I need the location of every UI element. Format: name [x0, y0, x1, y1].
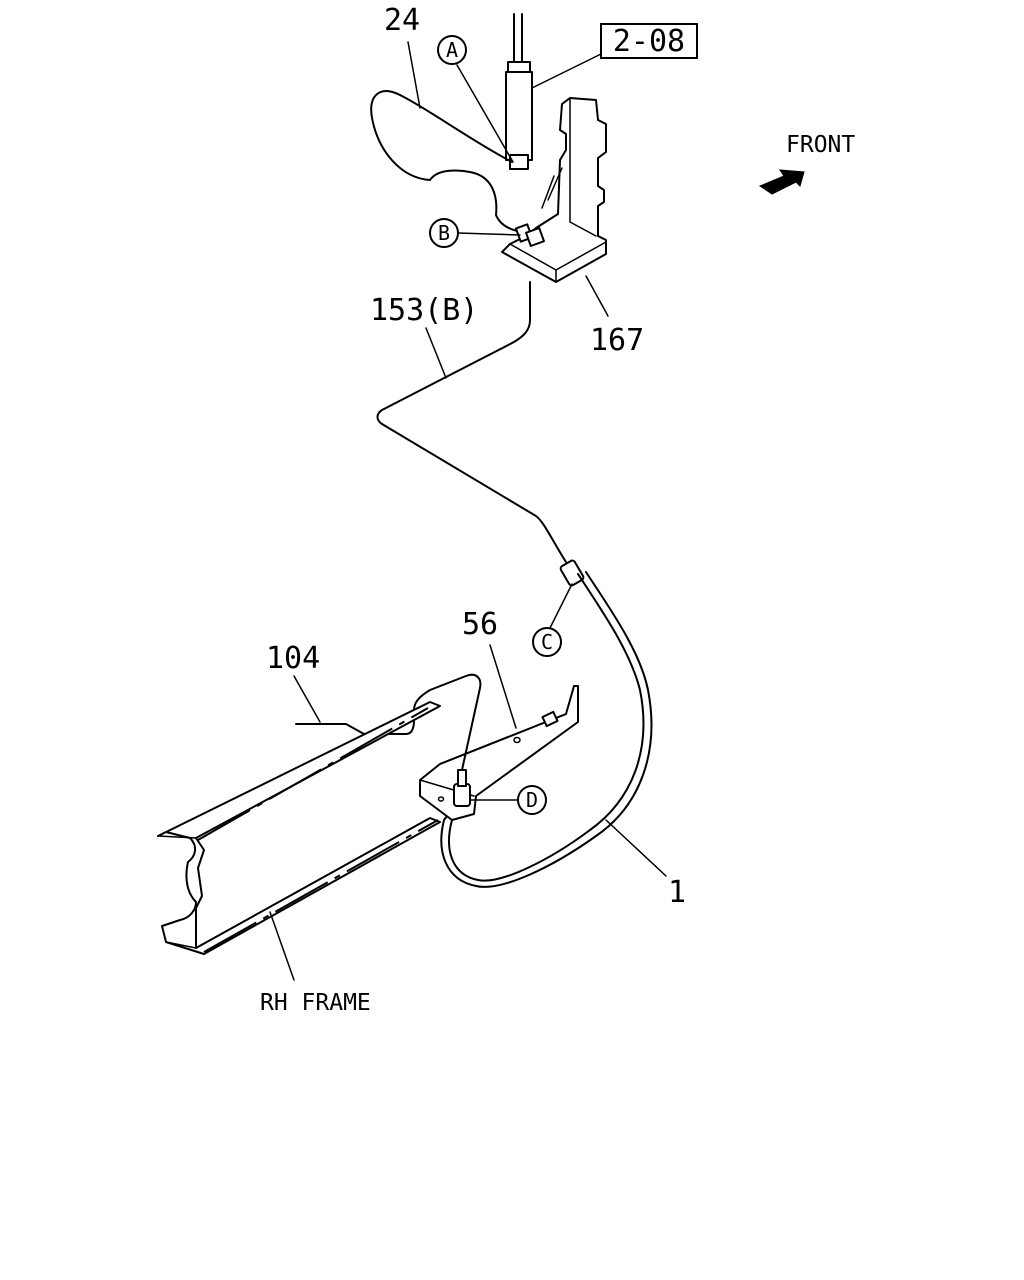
part-number-153b: 153(B)	[370, 293, 478, 328]
fitting-b	[514, 223, 545, 247]
svg-text:B: B	[438, 221, 450, 245]
part-number-104: 104	[266, 641, 320, 676]
rh-frame-label: RH FRAME	[260, 990, 371, 1016]
brake-pipe-104	[295, 673, 482, 771]
part-number-56: 56	[462, 607, 498, 642]
svg-text:2-08: 2-08	[613, 24, 685, 59]
callout-b: B	[429, 218, 459, 248]
part-number-1: 1	[668, 875, 686, 910]
svg-text:A: A	[446, 38, 458, 62]
part-number-167: 167	[590, 323, 644, 358]
callout-d: D	[517, 785, 547, 815]
svg-text:D: D	[526, 788, 538, 812]
hose-24	[370, 90, 523, 233]
callout-c: C	[532, 627, 562, 657]
callout-a: A	[437, 35, 467, 65]
fitting-c	[559, 559, 585, 587]
svg-text:C: C	[541, 630, 553, 654]
leader-lines	[269, 41, 667, 981]
rh-frame-rail	[157, 701, 441, 955]
reference-box-2-08: 2-08	[600, 23, 698, 59]
brake-pipe-153b	[376, 281, 567, 563]
front-arrow-icon	[758, 169, 805, 195]
part-number-24: 24	[384, 3, 420, 38]
master-cylinder-pushrod	[505, 13, 533, 170]
flexible-hose-1	[440, 571, 653, 888]
front-label: FRONT	[786, 132, 855, 158]
